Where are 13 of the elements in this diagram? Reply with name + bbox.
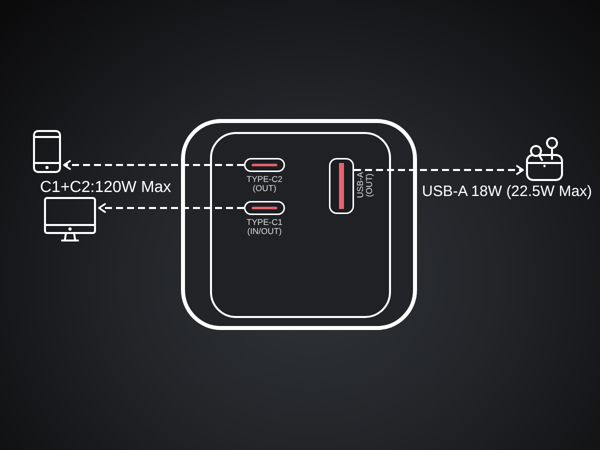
port-label: USB-A (OUT) — [356, 172, 374, 198]
port-label: TYPE-C2 (OUT) — [246, 175, 282, 193]
smartphone-icon — [33, 130, 61, 173]
port-label: TYPE-C1 (IN/OUT) — [246, 218, 282, 236]
port-panel — [210, 132, 391, 318]
power-note: USB-A 18W (22.5W Max) — [422, 184, 592, 200]
monitor-icon — [44, 197, 96, 242]
power-note: C1+C2:120W Max — [40, 179, 172, 197]
charger-body — [181, 119, 417, 330]
dashed-arrow — [354, 165, 524, 175]
earbuds-case-icon — [526, 136, 563, 181]
dashed-arrow — [63, 160, 244, 170]
dashed-arrow — [98, 203, 244, 213]
